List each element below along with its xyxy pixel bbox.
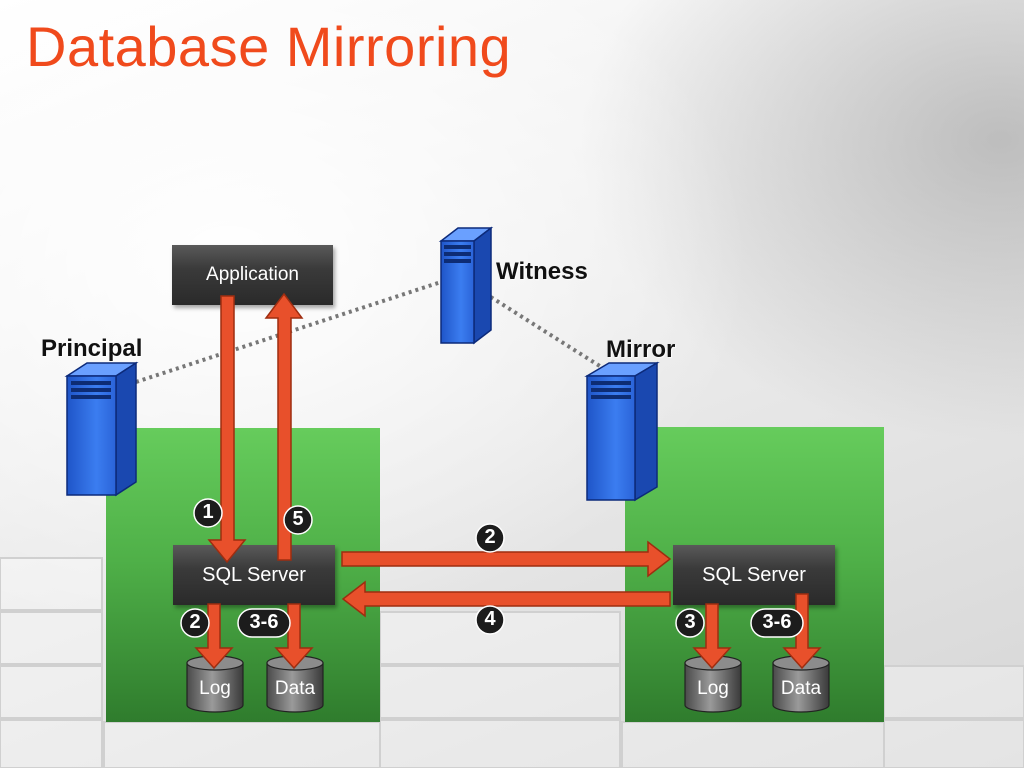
application-label: Application (206, 264, 299, 285)
step-badge-3-mirror-log (675, 608, 705, 638)
step-badges (180, 498, 804, 638)
mirror-server-icon (584, 361, 660, 502)
arrow-mirror-to-data (782, 593, 822, 670)
step-5-text: 5 (292, 508, 304, 530)
arrow-mirror-to-log (692, 603, 732, 670)
arrow-principal-to-log (194, 603, 234, 670)
step-badge-5 (283, 505, 313, 535)
arrow-mirror-to-principal (341, 580, 671, 618)
step-badge-3-6-principal-data (237, 608, 291, 638)
step-3-mirror-text: 3 (684, 611, 696, 633)
witness-label: Witness (496, 258, 588, 285)
step-4-transfer-text: 4 (484, 608, 496, 630)
arrow-principal-to-mirror (341, 540, 672, 578)
principal-sql-server-label: SQL Server (202, 563, 306, 586)
step-badge-2-transfer (475, 523, 505, 553)
application-box[interactable]: Application (172, 245, 333, 305)
step-1-text: 1 (202, 501, 214, 523)
step-badge-4-transfer (475, 605, 505, 635)
principal-sql-server-box[interactable]: SQL Server (173, 545, 335, 605)
mirror-log-label: Log (697, 678, 729, 699)
step-badge-2-principal-log (180, 608, 210, 638)
step-badge-3-6-mirror-data (750, 608, 804, 638)
mirror-data-label: Data (780, 678, 822, 699)
witness-server-icon (438, 226, 494, 345)
mirror-sql-server-label: SQL Server (702, 563, 806, 586)
flow-arrows (194, 292, 822, 670)
arrow-application-to-sql-server (207, 295, 247, 564)
page-title: Database Mirroring (26, 15, 512, 78)
step-3-6-principal-text: 3-6 (249, 611, 279, 633)
step-2-transfer-text: 2 (484, 526, 496, 548)
step-badge-1 (193, 498, 223, 528)
principal-log-label: Log (199, 678, 231, 699)
step-3-6-mirror-text: 3-6 (762, 611, 792, 633)
connection-lines (135, 279, 608, 384)
principal-server-icon (64, 361, 139, 497)
mirror-label: Mirror (606, 336, 676, 363)
step-2-log-text: 2 (189, 611, 201, 633)
principal-data-label: Data (274, 678, 316, 699)
arrow-principal-to-data (274, 603, 314, 670)
principal-label: Principal (41, 335, 143, 362)
